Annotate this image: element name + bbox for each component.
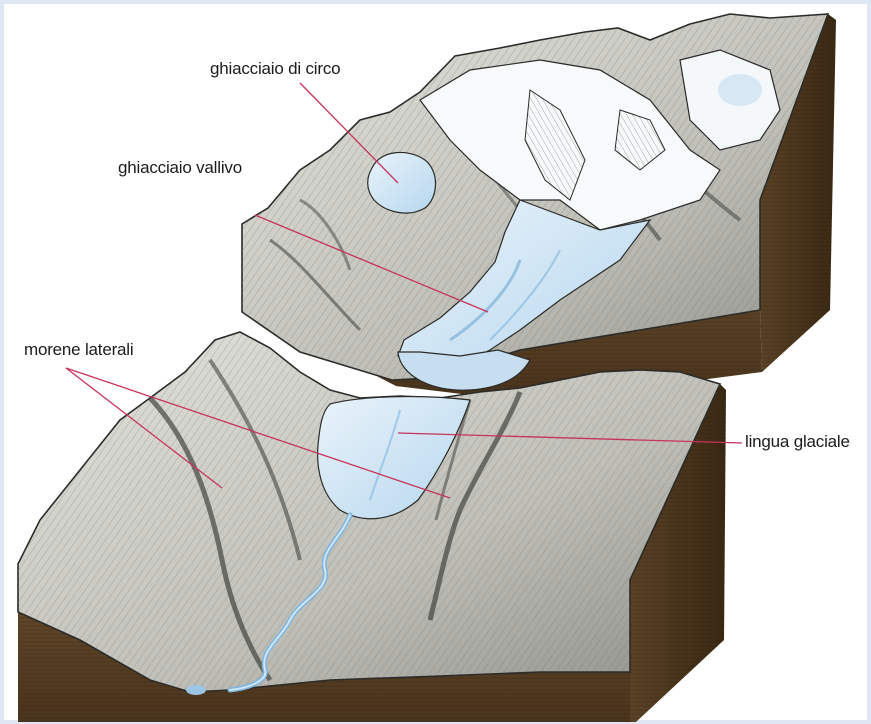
cirque-glacier [368,152,436,213]
label-valley-glacier: ghiacciaio vallivo [118,158,242,178]
label-glacial-tongue: lingua glaciale [745,432,850,452]
lower-block [18,332,726,722]
label-lateral-moraines: morene laterali [24,340,133,360]
label-cirque-glacier: ghiacciaio di circo [210,59,340,79]
